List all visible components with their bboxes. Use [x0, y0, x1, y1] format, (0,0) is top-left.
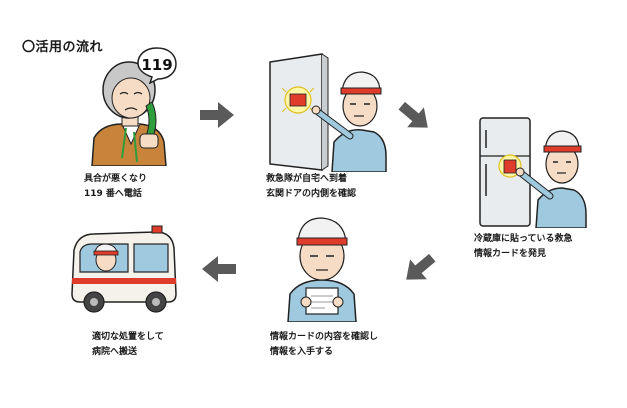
ambulance-illustration [71, 225, 177, 313]
page-title: 〇活用の流れ [22, 40, 104, 55]
step-2-caption: 救急隊が自宅へ到着 玄関ドアの内側を確認 [266, 174, 357, 199]
elderly-caller-illustration [91, 61, 167, 166]
arrow-step3-to-step4-icon [406, 253, 436, 280]
emergency-sticker-icon [289, 93, 307, 107]
emergency-info-card-icon [503, 159, 517, 174]
paramedic-at-door-illustration [269, 53, 387, 172]
step-4-caption: 情報カードの内容を確認し 情報を入手する [270, 332, 379, 357]
arrow-step1-to-step2-icon [200, 102, 234, 128]
phone-number-text: 119 [141, 56, 172, 74]
phone-bubble-icon: 119 [137, 47, 177, 84]
step-1-caption: 具合が悪くなり 119 番へ電話 [84, 174, 148, 199]
arrow-step2-to-step3-icon [398, 101, 428, 128]
step-5-caption: 適切な処置をして 病院へ搬送 [92, 332, 164, 357]
paramedic-reading-card-illustration [287, 217, 357, 322]
paramedic-at-fridge-illustration [479, 117, 587, 228]
step-3-caption: 冷蔵庫に貼っている救急 情報カードを発見 [474, 234, 573, 259]
arrow-step4-to-step5-icon [202, 256, 236, 282]
